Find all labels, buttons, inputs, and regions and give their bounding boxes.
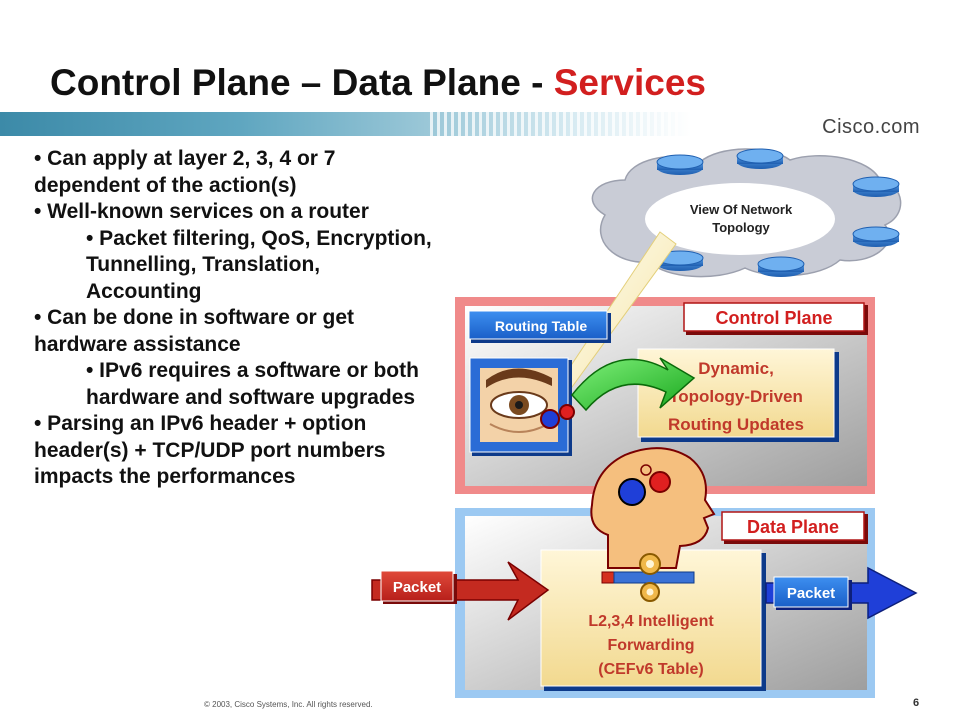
bullet-item: • Can be done in software or get hardwar…	[34, 306, 355, 356]
head-icon	[590, 447, 716, 569]
control-plane-label: Control Plane	[683, 302, 868, 335]
packet-in-arrow: Packet	[371, 561, 550, 621]
title-accent: Services	[553, 62, 706, 103]
svg-text:Control Plane: Control Plane	[715, 308, 832, 328]
header-bar-stripes	[430, 112, 680, 136]
sub-bullet-item: • Packet filtering, QoS, Encryption, Tun…	[86, 226, 432, 303]
routing-table-image	[469, 357, 572, 456]
data-plane-label: Data Plane	[721, 511, 868, 544]
router-icon	[852, 226, 900, 247]
bullet-item: • Well-known services on a router	[34, 200, 369, 223]
router-icon	[656, 154, 704, 175]
router-icon	[852, 176, 900, 197]
svg-text:Topology-Driven: Topology-Driven	[669, 387, 803, 406]
svg-text:Routing Table: Routing Table	[495, 318, 587, 334]
packet-out-label: Packet	[787, 585, 835, 602]
forwarding-box: L2,3,4 Intelligent Forwarding (CEFv6 Tab…	[540, 549, 766, 691]
brand-logo: Cisco.com	[822, 116, 920, 138]
page-number: 6	[913, 697, 920, 709]
routing-table-label: Routing Table	[468, 310, 611, 343]
router-icon	[757, 256, 805, 277]
gear-icon	[639, 553, 661, 602]
packet-out-arrow: Packet	[765, 566, 918, 620]
copyright-footer: © 2003, Cisco Systems, Inc. All rights r…	[204, 700, 373, 709]
bullet-item: • Can apply at layer 2, 3, 4 or 7 depend…	[34, 147, 336, 197]
title-main: Control Plane – Data Plane -	[50, 62, 554, 103]
bullet-item: • Parsing an IPv6 header + option header…	[34, 412, 386, 488]
svg-text:Routing Updates: Routing Updates	[668, 415, 804, 434]
svg-text:Data Plane: Data Plane	[747, 517, 839, 537]
gear-icon	[540, 404, 575, 429]
slide-title: Control Plane – Data Plane - Services	[50, 62, 706, 104]
cloud-label-line1: View Of Network	[690, 202, 793, 217]
cloud-label-line2: Topology	[712, 220, 770, 235]
svg-text:L2,3,4 Intelligent: L2,3,4 Intelligent	[588, 613, 714, 630]
router-icon	[736, 148, 784, 169]
svg-text:Dynamic,: Dynamic,	[698, 359, 774, 378]
sub-bullet-item: • IPv6 requires a software or both hardw…	[86, 359, 419, 409]
svg-text:(CEFv6 Table): (CEFv6 Table)	[598, 661, 704, 678]
update-arrow	[571, 357, 696, 412]
packet-in-label: Packet	[393, 579, 441, 596]
svg-text:Forwarding: Forwarding	[607, 637, 694, 654]
bullet-list: • Can apply at layer 2, 3, 4 or 7 depend…	[34, 146, 434, 491]
